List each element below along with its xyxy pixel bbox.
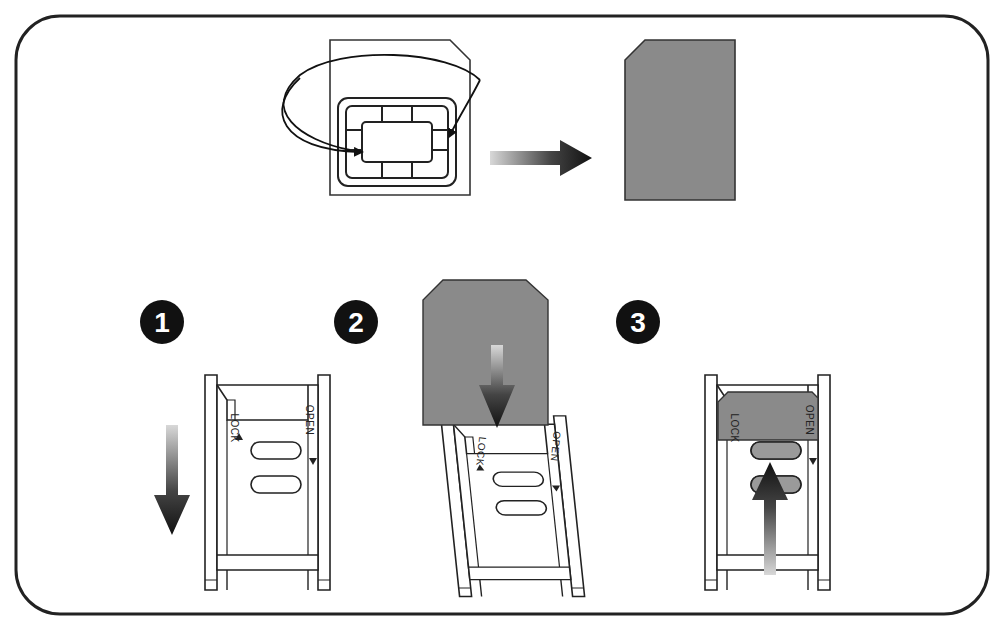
label-holder: 1	[154, 309, 170, 337]
punch-out-arrow	[450, 80, 480, 135]
label-holder: LOCK	[235, 413, 245, 442]
frame	[16, 16, 988, 614]
slide-down-arrow	[154, 425, 190, 535]
sim-chip	[338, 98, 456, 186]
label-holder: OPEN	[310, 405, 320, 435]
slot-filled	[751, 442, 801, 459]
label-holder: OPEN	[810, 405, 820, 435]
punch-out-arrow	[284, 55, 480, 150]
sim-card	[625, 40, 735, 200]
insert-arrow	[479, 345, 515, 428]
slide-up-arrow	[752, 462, 788, 575]
lock-label: LOCK	[229, 413, 239, 442]
label-holder: 3	[630, 309, 646, 337]
callout-number: 2	[348, 309, 364, 337]
open-label: OPEN	[304, 405, 314, 435]
lock-label: LOCK	[475, 436, 488, 466]
sim-card	[423, 280, 548, 425]
open-label: OPEN	[804, 405, 814, 435]
flow-arrow	[490, 140, 592, 176]
callout-number: 1	[154, 309, 170, 337]
step-badge	[334, 300, 378, 344]
callout-number: 3	[630, 309, 646, 337]
label-holder: LOCK	[735, 413, 745, 442]
open-label: OPEN	[548, 431, 561, 462]
step-badge	[616, 300, 660, 344]
step-badge	[140, 300, 184, 344]
punch-out-arrow	[282, 78, 360, 152]
lock-label: LOCK	[729, 413, 739, 442]
label-holder: 2	[348, 309, 364, 337]
